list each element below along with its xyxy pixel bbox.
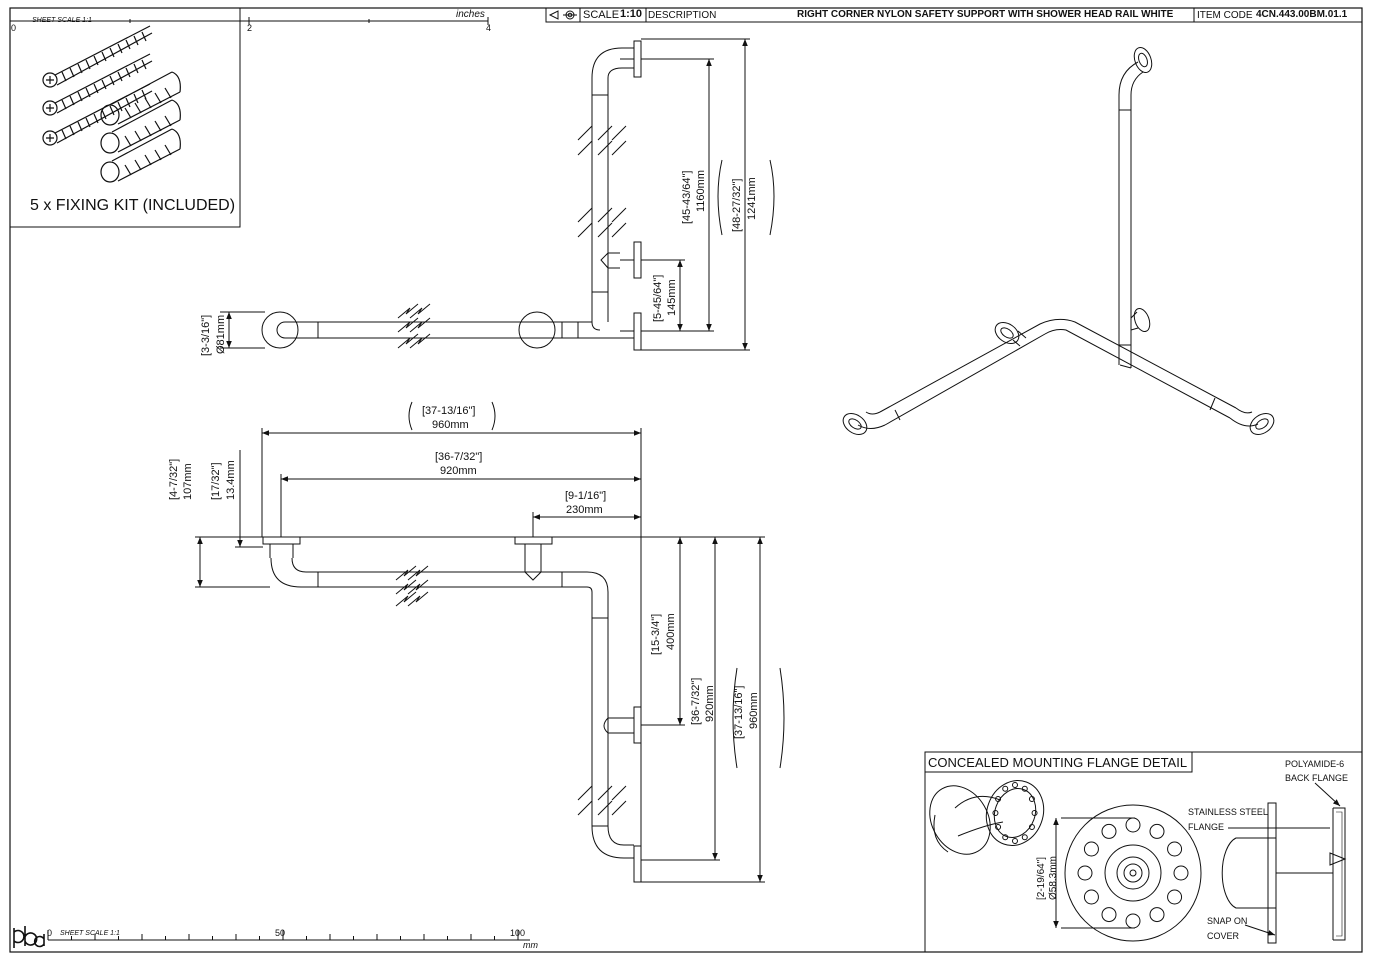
mm-scale [47, 930, 530, 941]
flange-detail-title: CONCEALED MOUNTING FLANGE DETAIL [928, 755, 1188, 770]
callout-cover: COVER [1207, 931, 1240, 941]
scale-label: SCALE [583, 9, 620, 21]
dim-230-mm: 230mm [566, 504, 603, 516]
flange-dia-mm: Ø58.3mm [1048, 856, 1059, 900]
dim-400-in: [15-3/4"] [650, 613, 662, 655]
dim-v920-in: [36-7/32"] [690, 677, 702, 725]
dim-145-in: [5-45/64"] [652, 274, 664, 322]
callout-flange: FLANGE [1188, 822, 1225, 832]
item-code-value: 4CN.443.00BM.01.1 [1256, 9, 1348, 20]
mm-tick-50: 50 [275, 928, 286, 938]
dim-400-mm: 400mm [665, 613, 677, 650]
dim-920-in: [36-7/32"] [435, 451, 483, 463]
flange-dia-in: [2-19/64"] [1036, 856, 1047, 900]
description-value: RIGHT CORNER NYLON SAFETY SUPPORT WITH S… [797, 9, 1174, 20]
dim-1241-mm: 1241mm [746, 177, 758, 220]
dim-107-in: [4-7/32"] [168, 458, 180, 500]
fixing-kit-caption: 5 x FIXING KIT (INCLUDED) [30, 197, 236, 214]
dim-230-in: [9-1/16"] [565, 490, 607, 502]
dim-13-4-mm: 13.4mm [225, 460, 237, 500]
fixing-kit-panel [9, 7, 241, 228]
dim-v920-mm: 920mm [704, 685, 716, 722]
isometric-view [842, 46, 1275, 435]
flange-detail-panel [924, 751, 1363, 953]
callout-stainless: STAINLESS STEEL [1188, 807, 1268, 817]
dim-v960-in: [37-13/16"] [733, 685, 745, 739]
callout-snap-on: SNAP ON [1207, 916, 1248, 926]
dim-v960-mm: 960mm [748, 692, 760, 729]
mm-scale-label: mm [523, 940, 538, 950]
top-view [195, 401, 785, 883]
dim-flange-height-mm: Ø81mm [215, 314, 227, 354]
dim-960-mm: 960mm [432, 419, 469, 431]
inch-scale-label: inches [456, 9, 485, 20]
inch-tick-2: 2 [247, 23, 253, 33]
callout-back-flange: BACK FLANGE [1285, 773, 1349, 783]
mm-sheet-scale: SHEET SCALE 1:1 [60, 930, 120, 937]
inch-tick-4: 4 [486, 23, 492, 33]
description-label: DESCRIPTION [648, 10, 717, 21]
dim-flange-height-in: [3-3/16"] [200, 314, 212, 356]
scale-value: 1:10 [620, 8, 643, 20]
dim-145-mm: 145mm [666, 279, 678, 316]
callout-polyamide: POLYAMIDE-6 [1285, 759, 1345, 769]
dim-960-in: [37-13/16"] [422, 405, 476, 417]
dim-13-4-in: [17/32"] [210, 462, 222, 500]
front-view [220, 38, 775, 351]
dim-107-mm: 107mm [182, 463, 194, 500]
title-block [545, 7, 1363, 23]
dim-1160-in: [45-43/64"] [681, 170, 693, 224]
inch-tick-0: 0 [11, 23, 17, 33]
mm-tick-0: 0 [47, 928, 53, 938]
mm-tick-100: 100 [510, 928, 526, 938]
inch-sheet-scale: SHEET SCALE 1:1 [32, 17, 92, 24]
dim-920-mm: 920mm [440, 465, 477, 477]
dim-1160-mm: 1160mm [695, 170, 707, 212]
pba-logo [13, 926, 45, 948]
item-code-label: ITEM CODE [1197, 10, 1253, 21]
dim-1241-in: [48-27/32"] [731, 178, 743, 232]
